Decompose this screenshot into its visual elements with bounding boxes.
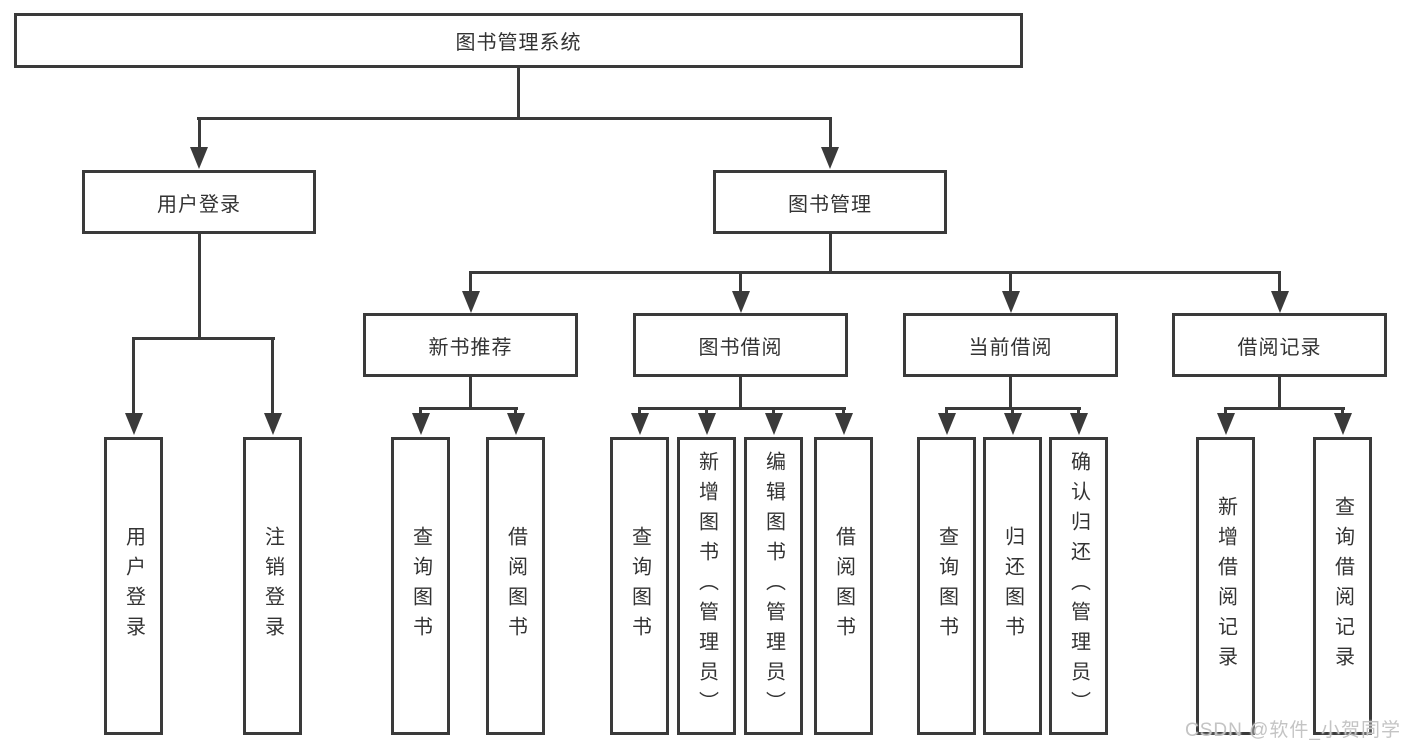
arrow-down-icon bbox=[190, 147, 208, 169]
node-new-book-recommendation: 新书推荐 bbox=[363, 313, 578, 377]
arrow-down-icon bbox=[697, 413, 716, 435]
connector-line bbox=[132, 337, 275, 340]
node-borrowing-records: 借阅记录 bbox=[1172, 313, 1387, 377]
connector-line bbox=[469, 271, 1281, 274]
connector-line bbox=[514, 407, 517, 416]
arrow-down-icon bbox=[834, 413, 853, 435]
connector-line bbox=[1278, 377, 1281, 409]
node-book-borrowing: 图书借阅 bbox=[633, 313, 848, 377]
connector-line bbox=[517, 68, 520, 120]
connector-line bbox=[842, 407, 845, 416]
connector-line bbox=[828, 234, 832, 274]
arrow-down-icon bbox=[821, 147, 839, 169]
node-leaf-query-books-borrowing: 查询图书 bbox=[610, 437, 669, 735]
connector-line bbox=[1341, 407, 1344, 416]
node-leaf-confirm-return-admin: 确认归还（管理员） bbox=[1049, 437, 1108, 735]
arrow-down-icon bbox=[1001, 291, 1020, 313]
arrow-down-icon bbox=[1003, 413, 1022, 435]
connector-line bbox=[828, 117, 832, 149]
connector-line bbox=[197, 234, 201, 340]
connector-line bbox=[197, 117, 201, 149]
connector-line bbox=[1009, 271, 1012, 293]
arrow-down-icon bbox=[506, 413, 525, 435]
arrow-down-icon bbox=[124, 413, 143, 435]
connector-line bbox=[132, 337, 135, 415]
node-leaf-add-book-admin: 新增图书（管理员） bbox=[677, 437, 736, 735]
connector-line bbox=[705, 407, 708, 416]
connector-line bbox=[271, 337, 274, 415]
arrow-down-icon bbox=[764, 413, 783, 435]
arrow-down-icon bbox=[937, 413, 956, 435]
arrow-down-icon bbox=[263, 413, 282, 435]
arrow-down-icon bbox=[630, 413, 649, 435]
arrow-down-icon bbox=[411, 413, 430, 435]
node-leaf-query-books-current: 查询图书 bbox=[917, 437, 976, 735]
node-leaf-borrow-books: 借阅图书 bbox=[814, 437, 873, 735]
connector-line bbox=[419, 407, 422, 416]
connector-line bbox=[739, 377, 742, 409]
node-leaf-user-login: 用户登录 bbox=[104, 437, 163, 735]
node-library-management-system: 图书管理系统 bbox=[14, 13, 1023, 68]
node-current-borrowing: 当前借阅 bbox=[903, 313, 1118, 377]
connector-line bbox=[1077, 407, 1080, 416]
connector-line bbox=[1011, 407, 1014, 416]
connector-line bbox=[419, 407, 518, 410]
connector-line bbox=[945, 407, 948, 416]
csdn-watermark: CSDN @软件_小贺同学 bbox=[1185, 720, 1401, 741]
arrow-down-icon bbox=[1216, 413, 1235, 435]
arrow-down-icon bbox=[461, 291, 480, 313]
node-leaf-borrow-books-recommend: 借阅图书 bbox=[486, 437, 545, 735]
connector-line bbox=[1224, 407, 1345, 410]
connector-line bbox=[739, 271, 742, 293]
connector-line bbox=[1224, 407, 1227, 416]
node-leaf-return-books: 归还图书 bbox=[983, 437, 1042, 735]
connector-line bbox=[469, 271, 472, 293]
node-leaf-query-borrow-record: 查询借阅记录 bbox=[1313, 437, 1372, 735]
node-leaf-edit-book-admin: 编辑图书（管理员） bbox=[744, 437, 803, 735]
connector-line bbox=[638, 407, 846, 410]
node-leaf-logout: 注销登录 bbox=[243, 437, 302, 735]
node-leaf-query-books-recommend: 查询图书 bbox=[391, 437, 450, 735]
arrow-down-icon bbox=[731, 291, 750, 313]
connector-line bbox=[469, 377, 472, 409]
node-book-management: 图书管理 bbox=[713, 170, 947, 234]
node-user-login: 用户登录 bbox=[82, 170, 316, 234]
connector-line bbox=[197, 117, 832, 120]
arrow-down-icon bbox=[1069, 413, 1088, 435]
arrow-down-icon bbox=[1270, 291, 1289, 313]
connector-line bbox=[1278, 271, 1281, 293]
arrow-down-icon bbox=[1333, 413, 1352, 435]
connector-line bbox=[638, 407, 641, 416]
connector-line bbox=[772, 407, 775, 416]
node-leaf-add-borrow-record: 新增借阅记录 bbox=[1196, 437, 1255, 735]
connector-line bbox=[1009, 377, 1012, 409]
